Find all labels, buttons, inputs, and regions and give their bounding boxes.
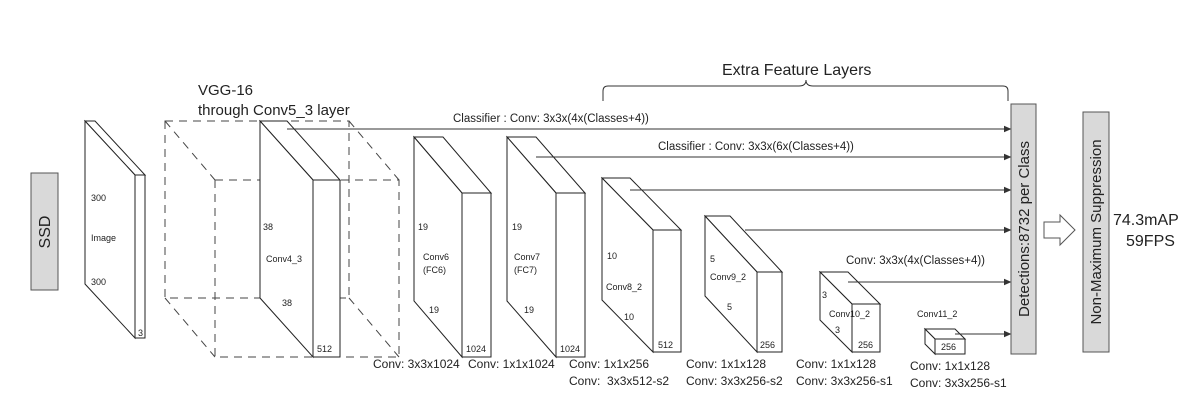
conv8-2-block: 10 Conv8_2 10 512 <box>600 176 683 354</box>
conv10-2-depth: 256 <box>858 340 873 350</box>
op-conv10-line1: Conv: 1x1x128 <box>796 357 876 371</box>
conv9-2-block: 5 Conv9_2 5 256 <box>703 214 784 354</box>
classifier-label-3: Conv: 3x3x(4x(Classes+4)) <box>846 255 985 267</box>
vgg-title-line2: through Conv5_3 layer <box>198 102 350 119</box>
result-fps: 59FPS <box>1126 233 1175 250</box>
result-map: 74.3mAP <box>1113 212 1179 229</box>
op-conv11-line1: Conv: 1x1x128 <box>910 359 990 373</box>
conv11-2-depth: 256 <box>941 342 956 352</box>
conv7-block: 19 Conv7 (FC7) 19 1024 <box>505 135 587 359</box>
conv6-label-line2: (FC6) <box>423 265 446 275</box>
op-conv10-line2: Conv: 3x3x256-s1 <box>796 374 893 388</box>
image-height: 300 <box>91 193 106 203</box>
conv8-2-depth: 512 <box>658 340 673 350</box>
extra-feature-title: Extra Feature Layers <box>722 62 871 79</box>
detections-label: Detections:8732 per Class <box>1016 141 1033 317</box>
detections-box: Detections:8732 per Class <box>1010 103 1037 355</box>
conv7-depth: 1024 <box>560 344 580 354</box>
classifier-arrows <box>287 125 1012 338</box>
conv10-2-block: 3 Conv10_2 3 256 <box>818 270 882 354</box>
conv6-width: 19 <box>429 305 439 315</box>
conv11-2-block: Conv11_2 256 <box>917 309 967 356</box>
vgg-title-line1: VGG-16 <box>198 82 253 99</box>
conv7-label-line1: Conv7 <box>514 252 540 262</box>
conv4-3-depth: 512 <box>317 344 332 354</box>
conv4-3-width: 38 <box>282 298 292 308</box>
op-conv7: Conv: 1x1x1024 <box>468 357 555 371</box>
classifier-label-1: Classifier : Conv: 3x3x(4x(Classes+4)) <box>453 113 649 125</box>
conv7-label-line2: (FC7) <box>514 265 537 275</box>
conv4-3-block: 38 Conv4_3 38 512 <box>258 119 342 359</box>
op-conv8-line1: Conv: 1x1x256 <box>569 357 649 371</box>
op-conv11-line2: Conv: 3x3x256-s1 <box>910 376 1007 390</box>
conv7-width: 19 <box>524 305 534 315</box>
conv6-block: 19 Conv6 (FC6) 19 1024 <box>412 135 493 359</box>
conv8-2-height: 10 <box>607 251 617 261</box>
op-conv9-line2: Conv: 3x3x256-s2 <box>686 374 783 388</box>
op-conv8-line2: Conv: 3x3x512-s2 <box>569 374 669 388</box>
conv6-depth: 1024 <box>466 344 486 354</box>
conv8-2-label: Conv8_2 <box>606 282 642 292</box>
conv6-height: 19 <box>418 222 428 232</box>
conv4-3-label: Conv4_3 <box>266 254 302 264</box>
conv4-3-height: 38 <box>263 222 273 232</box>
extra-feature-brace <box>602 79 1009 101</box>
image-block: 300 Image 300 3 <box>83 119 147 340</box>
image-label: Image <box>91 233 116 243</box>
conv7-height: 19 <box>512 222 522 232</box>
image-depth: 3 <box>138 328 143 338</box>
conv10-2-height: 3 <box>822 290 827 300</box>
image-width: 300 <box>91 277 106 287</box>
nms-label: Non-Maximum Suppression <box>1088 139 1105 324</box>
conv10-2-width: 3 <box>835 325 840 335</box>
nms-box: Non-Maximum Suppression <box>1082 111 1110 353</box>
conv10-2-label: Conv10_2 <box>829 309 870 319</box>
conv9-2-height: 5 <box>710 254 715 264</box>
conv8-2-width: 10 <box>624 312 634 322</box>
classifier-label-2: Classifier : Conv: 3x3x(6x(Classes+4)) <box>658 141 854 153</box>
ssd-box: SSD <box>30 172 59 291</box>
conv9-2-depth: 256 <box>760 340 775 350</box>
conv6-label-line1: Conv6 <box>423 252 449 262</box>
conv9-2-label: Conv9_2 <box>710 272 746 282</box>
op-conv9-line1: Conv: 1x1x128 <box>686 357 766 371</box>
conv9-2-width: 5 <box>727 302 732 312</box>
op-conv6: Conv: 3x3x1024 <box>373 357 460 371</box>
ssd-label: SSD <box>37 216 54 249</box>
hollow-arrow-icon <box>1043 213 1076 247</box>
conv11-2-label: Conv11_2 <box>917 309 957 319</box>
